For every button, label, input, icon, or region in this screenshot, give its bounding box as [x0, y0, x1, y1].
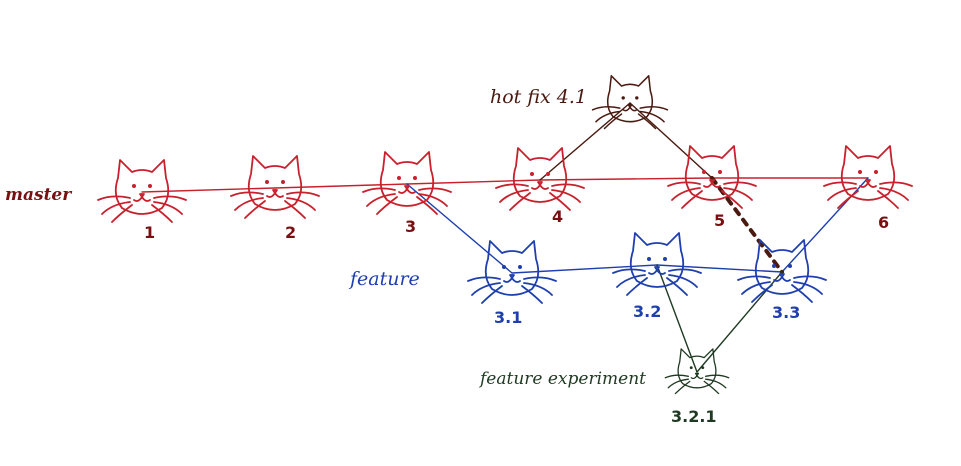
commit-label-f3: 3.3 [772, 303, 800, 322]
edge-f2-f3 [656, 264, 783, 273]
commit-m1 [97, 159, 187, 223]
cat-head-icon [467, 240, 557, 304]
edge-m2-m3 [274, 183, 408, 189]
edge-f2-e1 [656, 264, 698, 373]
commit-m3 [362, 151, 452, 215]
edge-m3-f1 [406, 183, 513, 274]
commit-m2 [230, 155, 320, 219]
commit-f3 [737, 239, 827, 303]
edge-m1-m2 [141, 187, 276, 193]
branch-label-hotfix: hot fix 4.1 [490, 86, 587, 108]
edges-layer [141, 102, 869, 373]
edge-m4-m5 [539, 177, 713, 181]
cat-head-icon [612, 232, 702, 296]
commit-label-m6: 6 [878, 213, 889, 232]
edge-h1-m5 [629, 102, 713, 179]
cat-head-icon [97, 159, 187, 223]
branch-label-master: master [5, 185, 72, 205]
branch-label-feature: feature [348, 268, 420, 290]
commit-label-e1: 3.2.1 [671, 407, 717, 426]
commit-f2 [612, 232, 702, 296]
commit-label-m1: 1 [144, 223, 155, 242]
cat-head-icon [664, 348, 730, 395]
edge-f1-f2 [511, 264, 658, 274]
cat-head-icon [362, 151, 452, 215]
commits-layer: 1 2 3 4 5 6 3.1 3.2 3.3 3.2.1 [97, 75, 913, 426]
cat-head-icon [230, 155, 320, 219]
commit-m6 [823, 145, 913, 209]
commit-label-f1: 3.1 [494, 308, 522, 327]
edge-m4-h1 [539, 102, 631, 181]
cat-head-icon [737, 239, 827, 303]
cat-head-icon [495, 147, 585, 211]
commit-f1 [467, 240, 557, 304]
commit-label-f2: 3.2 [633, 302, 661, 321]
commit-m4 [495, 147, 585, 211]
commit-label-m2: 2 [285, 223, 296, 242]
commit-label-m4: 4 [552, 207, 563, 226]
branch-label-experiment: feature experiment [478, 369, 646, 389]
commit-label-m3: 3 [405, 217, 416, 236]
cat-head-icon [591, 75, 669, 130]
commit-h1 [591, 75, 669, 130]
commit-e1 [664, 348, 730, 395]
edge-m5-f3 [710, 176, 784, 274]
cat-head-icon [667, 145, 757, 209]
commit-m5 [667, 145, 757, 209]
commit-label-m5: 5 [714, 211, 725, 230]
edge-m3-m4 [406, 179, 541, 185]
cat-head-icon [823, 145, 913, 209]
